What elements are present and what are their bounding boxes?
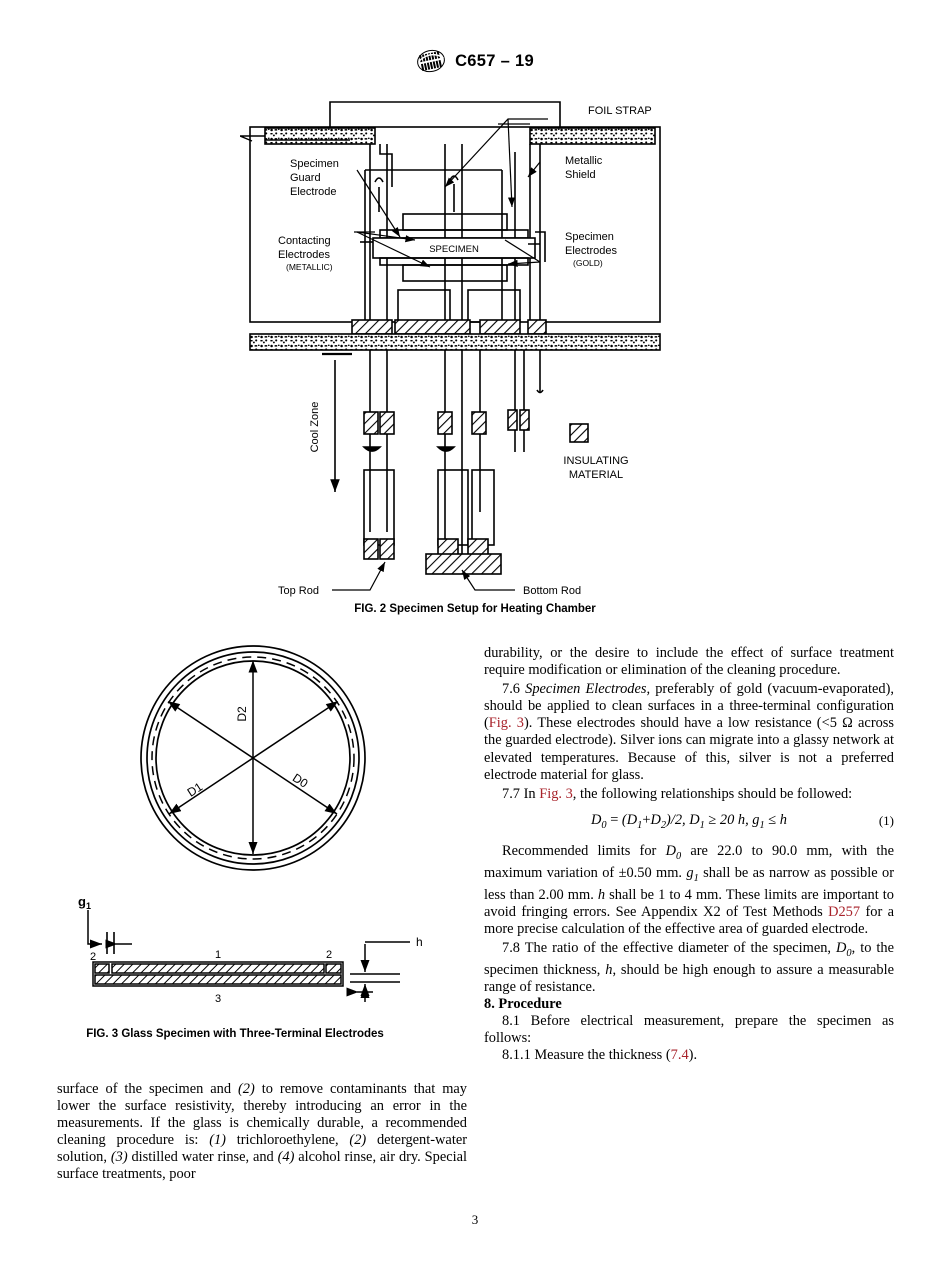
electrode-number-3: 3 [215,993,221,1005]
paragraph-cleaning: surface of the specimen and (2) to remov… [57,1081,467,1184]
metallic-shield-label-1: Metallic [565,155,603,167]
figure-2-drawing: SPECIMEN [240,101,661,597]
page-number: 3 [471,1212,479,1227]
section-8-title: Procedure [498,996,562,1013]
clause-7-6-text-b: ). These electrodes should have a low re… [484,715,895,783]
clause-7-6-text-a: preferably of gold (vacuum-evaporated), … [484,681,895,732]
clause-7-7-text-b: , the following relationships should be … [572,785,853,802]
limits-text-d: shall be 1 to 4 mm. These limits are imp… [484,886,894,920]
electrode-number-1: 1 [215,949,221,961]
xref-fig-3-b[interactable]: Fig. 3 [539,785,573,802]
top-rod-label: Top Rod [278,585,319,597]
limits-text-a: Recommended limits for [502,842,666,859]
limits-text-b: are 22.0 to 90.0 mm, with the maximum va… [484,842,894,881]
figure-3: D2 D1 D0 [40,636,470,1026]
paragraph-8-1: 8.1 Before electrical measurement, prepa… [484,1013,894,1047]
clean-item-2b: (2) [349,1132,367,1149]
contacting-electrodes-sublabel: (METALLIC) [286,262,333,272]
specimen-electrodes-label-2: Electrodes [565,245,617,257]
clause-7-8-text-b: , to the specimen thickness, [484,940,894,978]
xref-fig-3-a[interactable]: Fig. 3 [488,715,525,732]
clean-item-4: (4) [277,1149,295,1166]
specimen-guard-electrode-label-2: Guard [290,172,321,184]
figure-3-section-drawing: g1 2 1 2 3 h [78,894,423,1005]
clean-text-c: trichloroethylene, [225,1132,350,1149]
equation-1: D0 = (D1+D2)/2, D1 ≥ 20 h, g1 ≤ h (1) [484,812,894,834]
equation-1-body: D0 = (D1+D2)/2, D1 ≥ 20 h, g1 ≤ h [591,811,787,831]
clean-item-1: (1) [209,1132,226,1149]
specimen-electrodes-label-1: Specimen [565,231,614,243]
cool-zone-label: Cool Zone [309,402,321,453]
clean-item-3: (3) [110,1149,128,1166]
clause-number-7-6: 7.6 [502,681,520,698]
paragraph-7-8: 7.8 The ratio of the effective diameter … [484,940,894,996]
clause-8-1-1-text-a: Measure the thickness ( [530,1047,671,1064]
clean-text-d: detergent-water solution, [57,1132,468,1166]
insulating-material-label-1: INSULATING [563,455,628,467]
paragraph-8-1-1: 8.1.1 Measure the thickness (7.4). [484,1047,894,1064]
clean-item-2: (2) [238,1081,255,1097]
d0-label: D0 [290,771,311,791]
limits-text-c: shall be as narrow as possible or less t… [484,864,894,903]
astm-logo-icon [417,49,445,73]
clause-7-8-text-c: , should be high enough to assure a meas… [484,962,894,996]
right-text-column: durability, or the desire to include the… [484,645,894,1065]
clause-7-6-title: Specimen Electrodes, [525,681,651,698]
specimen-guard-electrode-label-3: Electrode [290,186,336,198]
clean-text-b: to remove contaminants that may lower th… [57,1081,467,1149]
clause-8-1-text: Before electrical measurement, prepare t… [484,1013,894,1047]
figure-2-caption: FIG. 2 Specimen Setup for Heating Chambe… [354,603,596,615]
clause-8-1-1-text-b: ). [688,1047,698,1064]
clause-7-7-text-a: In [520,785,540,802]
contacting-electrodes-label-1: Contacting [278,235,331,247]
figure-3-caption: FIG. 3 Glass Specimen with Three-Termina… [86,1028,384,1040]
section-8-heading: 8. Procedure [484,996,894,1013]
metallic-shield-label-2: Shield [565,169,596,181]
page-header: C657 – 19 [0,48,950,79]
bottom-rod-label: Bottom Rod [523,585,581,597]
paragraph-7-6: 7.6 Specimen Electrodes, preferably of g… [484,681,894,784]
foil-strap-label: FOIL STRAP [588,105,652,117]
clean-text-a: surface of the specimen and [57,1081,239,1097]
section-8-number: 8. [484,996,495,1013]
clean-text-f: alcohol rinse, air dry. Special surface … [57,1149,468,1183]
d1-label: D1 [185,779,206,799]
left-text-column: surface of the specimen and (2) to remov… [57,1081,467,1184]
xref-7-4[interactable]: 7.4 [670,1047,689,1064]
insulating-material-label-2: MATERIAL [569,469,623,481]
clean-text-e: distilled water rinse, and [127,1149,278,1166]
contacting-electrodes-label-2: Electrodes [278,249,330,261]
xref-d257[interactable]: D257 [828,903,861,920]
paragraph-7-7: 7.7 In Fig. 3, the following relationshi… [484,786,894,803]
clause-7-8-text-a: The ratio of the effective diameter of t… [520,940,837,957]
g1-label: g1 [78,894,91,911]
electrode-number-2-right: 2 [326,949,332,961]
clause-number-8-1-1: 8.1.1 [502,1047,531,1064]
electrode-number-2-left: 2 [90,951,96,963]
specimen-guard-electrode-label-1: Specimen [290,158,339,170]
h-label: h [416,935,423,949]
specimen-electrodes-sublabel: (GOLD) [573,258,603,268]
specimen-label: SPECIMEN [429,244,479,255]
paragraph-limits: Recommended limits for D0 are 22.0 to 90… [484,842,895,937]
clause-number-7-7: 7.7 [502,785,520,802]
standard-designation: C657 – 19 [455,51,534,70]
clause-number-7-8: 7.8 [502,940,520,957]
equation-1-number: (1) [878,812,894,828]
clause-number-8-1: 8.1 [502,1013,520,1030]
figure-3-circle-drawing: D2 D1 D0 [140,645,366,871]
paragraph-continued: durability, or the desire to include the… [484,645,894,679]
limits-text-e: for a more precise calculation of the ef… [484,903,895,937]
figure-2: SPECIMEN [0,92,950,622]
d2-label: D2 [235,706,249,722]
